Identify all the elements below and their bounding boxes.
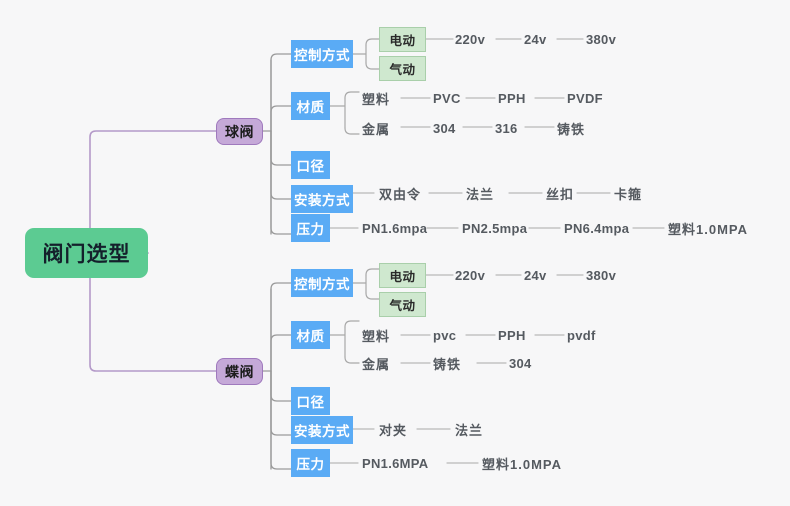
category-ball-install[interactable]: 安装方式 [291, 185, 353, 213]
leaf-ball-install-flange[interactable]: 法兰 [466, 186, 495, 202]
wire-ball-to-diameter [270, 130, 292, 166]
leaf-bf-metal-304[interactable]: 304 [509, 355, 532, 371]
leaf-ball-pressure-pn25[interactable]: PN2.5mpa [462, 220, 528, 236]
category-bf-pressure[interactable]: 压力 [291, 449, 330, 477]
wire-bfmat-plastic [344, 320, 360, 328]
category-ball-diameter[interactable]: 口径 [291, 151, 330, 179]
leaf-bf-metal-castiron[interactable]: 铸铁 [433, 356, 462, 372]
drive-bf-electric[interactable]: 电动 [379, 263, 426, 288]
category-ball-pressure[interactable]: 压力 [291, 214, 330, 242]
leaf-bf-electric-220v[interactable]: 220v [455, 267, 486, 283]
leaf-ball-pressure-pn16[interactable]: PN1.6mpa [362, 220, 428, 236]
category-ball-control[interactable]: 控制方式 [291, 40, 353, 68]
wire-ballctl-electric [365, 38, 380, 46]
leaf-ball-metal-castiron[interactable]: 铸铁 [557, 121, 586, 137]
leaf-bf-material-metal[interactable]: 金属 [362, 356, 391, 372]
wire-ballctl-pneumatic [365, 62, 380, 70]
drive-ball-electric[interactable]: 电动 [379, 27, 426, 52]
wire-bfctl-pneumatic [365, 292, 380, 300]
wire-bf-to-control [270, 282, 292, 372]
leaf-bf-install-wafer[interactable]: 对夹 [379, 422, 408, 438]
leaf-ball-plastic-pvdf[interactable]: PVDF [567, 90, 603, 106]
wire-bf-to-diameter [270, 370, 292, 402]
leaf-ball-metal-304[interactable]: 304 [433, 120, 456, 136]
leaf-ball-install-clamp[interactable]: 卡箍 [614, 186, 643, 202]
category-bf-control[interactable]: 控制方式 [291, 269, 353, 297]
category-bf-diameter[interactable]: 口径 [291, 387, 330, 415]
branch-node-butterfly[interactable]: 蝶阀 [216, 358, 263, 385]
wire-ballmat-plastic [344, 91, 360, 99]
leaf-ball-electric-220v[interactable]: 220v [455, 31, 486, 47]
leaf-bf-electric-24v[interactable]: 24v [524, 267, 547, 283]
wire-bf-to-material [270, 334, 292, 372]
wire-ball-to-control [270, 53, 292, 132]
leaf-bf-plastic-pvdf[interactable]: pvdf [567, 327, 596, 343]
leaf-ball-plastic-pvc[interactable]: PVC [433, 90, 461, 106]
wire-ballmat-split [329, 97, 346, 129]
branch-node-ball[interactable]: 球阀 [216, 118, 263, 145]
category-ball-material[interactable]: 材质 [291, 92, 330, 120]
leaf-bf-pressure-pn16[interactable]: PN1.6MPA [362, 455, 429, 471]
leaf-bf-material-plastic[interactable]: 塑料 [362, 328, 391, 344]
wire-ball-to-material [270, 105, 292, 132]
wire-bfctl-electric [365, 268, 380, 276]
leaf-bf-install-flange[interactable]: 法兰 [455, 422, 484, 438]
leaf-bf-pressure-plastic10[interactable]: 塑料1.0MPA [482, 456, 562, 472]
leaf-ball-material-metal[interactable]: 金属 [362, 121, 391, 137]
wire-bfmat-metal [344, 356, 360, 364]
drive-bf-pneumatic[interactable]: 气动 [379, 292, 426, 317]
leaf-bf-plastic-pph[interactable]: PPH [498, 327, 526, 343]
leaf-ball-plastic-pph[interactable]: PPH [498, 90, 526, 106]
root-node[interactable]: 阀门选型 [25, 228, 148, 278]
wire-bfctl-split [352, 274, 367, 294]
leaf-ball-pressure-pn64[interactable]: PN6.4mpa [564, 220, 630, 236]
category-bf-install[interactable]: 安装方式 [291, 416, 353, 444]
leaf-ball-install-union[interactable]: 双由令 [379, 186, 422, 202]
wire-bf-to-install [270, 370, 292, 436]
leaf-bf-plastic-pvc[interactable]: pvc [433, 327, 457, 343]
leaf-ball-metal-316[interactable]: 316 [495, 120, 518, 136]
wire-ball-to-pressure [270, 130, 292, 235]
leaf-ball-install-thread[interactable]: 丝扣 [546, 186, 575, 202]
drive-ball-pneumatic[interactable]: 气动 [379, 56, 426, 81]
category-bf-material[interactable]: 材质 [291, 321, 330, 349]
wire-ballmat-metal [344, 127, 360, 135]
leaf-bf-electric-380v[interactable]: 380v [586, 267, 617, 283]
leaf-ball-electric-24v[interactable]: 24v [524, 31, 547, 47]
wire-bfmat-split [329, 326, 346, 358]
wire-ballctl-split [352, 44, 367, 64]
leaf-ball-pressure-plastic10[interactable]: 塑料1.0MPA [668, 221, 748, 237]
leaf-ball-material-plastic[interactable]: 塑料 [362, 91, 391, 107]
wire-bf-to-pressure [270, 370, 292, 470]
leaf-ball-electric-380v[interactable]: 380v [586, 31, 617, 47]
